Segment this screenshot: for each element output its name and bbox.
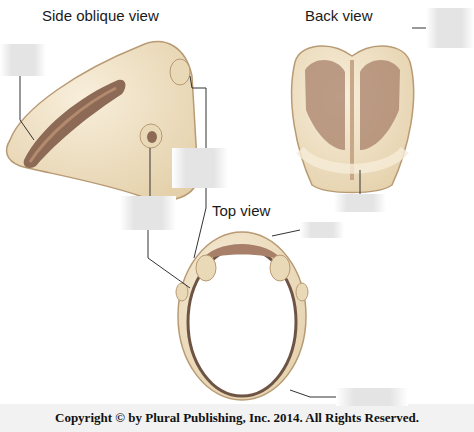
copyright-notice: Copyright © by Plural Publishing, Inc. 2… — [55, 410, 419, 426]
view-title: Back view — [305, 7, 373, 24]
view-title: Top view — [212, 202, 270, 219]
view-title: Side oblique view — [42, 7, 159, 24]
